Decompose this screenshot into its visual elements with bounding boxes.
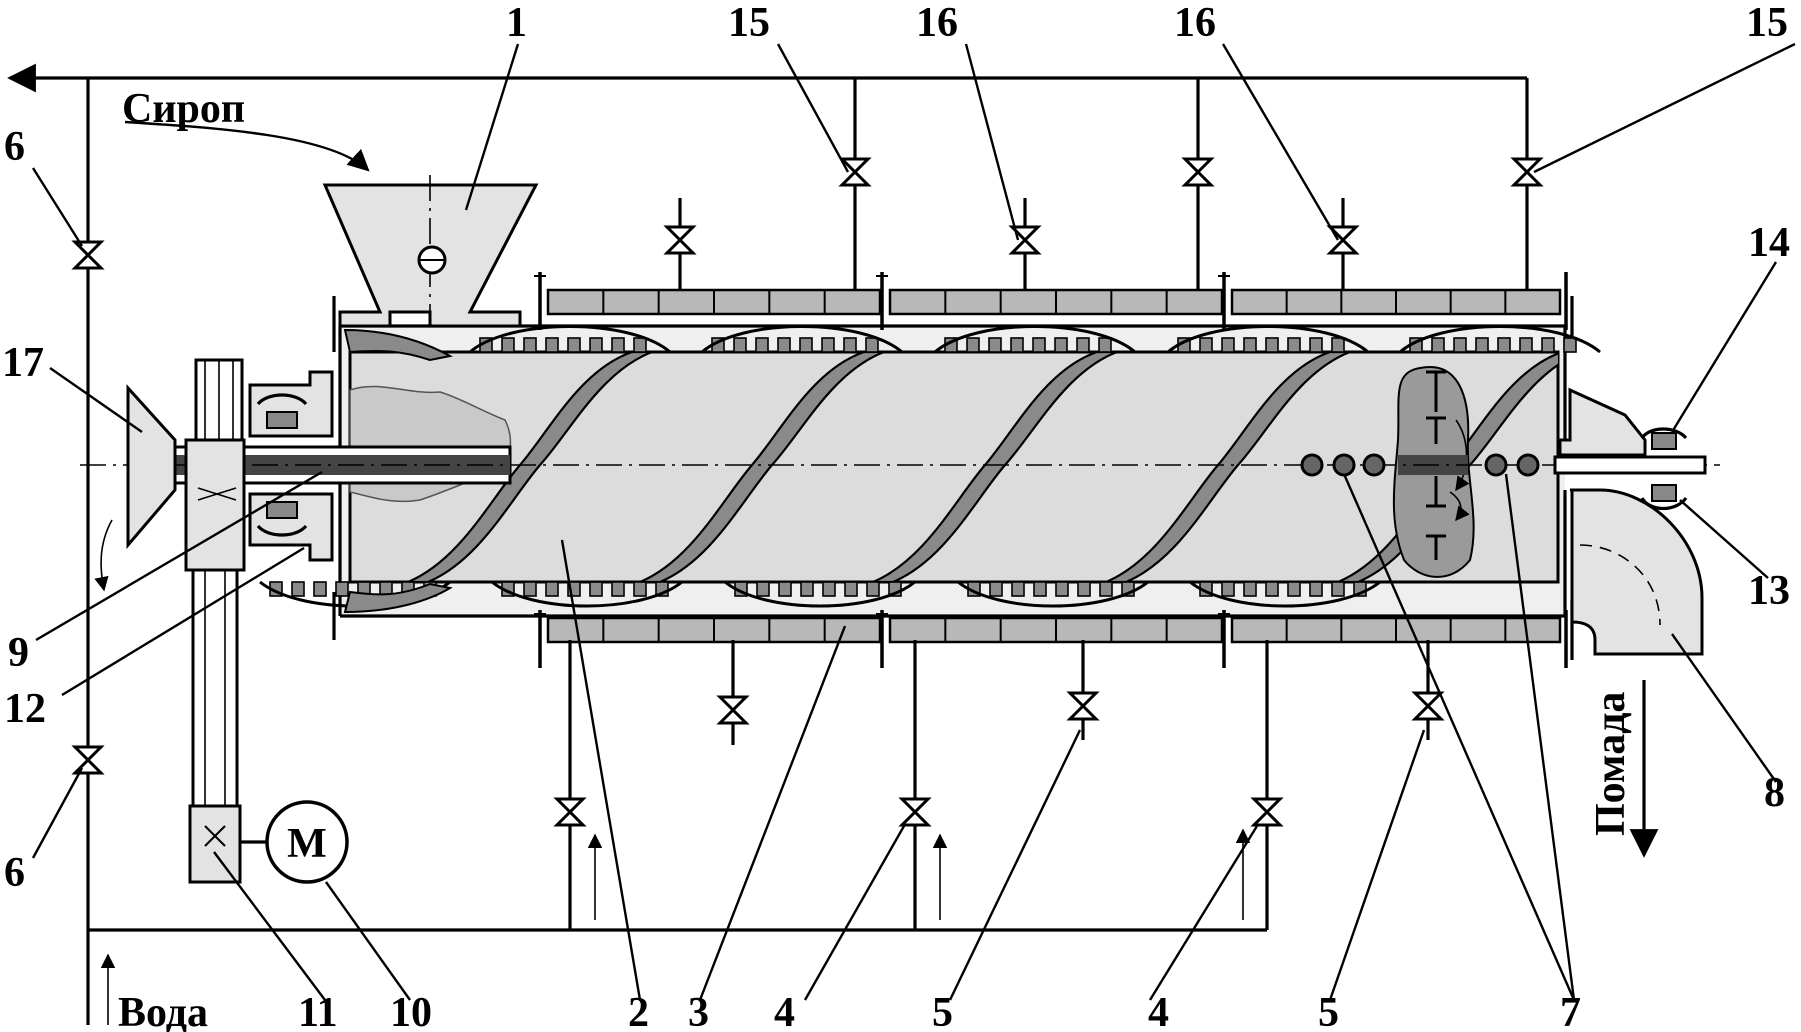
valve-icon [716,695,750,725]
callout-14: 14 [1748,220,1790,266]
callout-3: 3 [688,990,709,1032]
electric-motor: M [240,800,349,884]
diagram-labels: Сироп Вода Помада [118,86,1634,1032]
discharge-elbow [1570,488,1704,858]
callout-6b: 6 [4,850,25,896]
valve-icon [1411,691,1445,721]
valve-icon [898,797,932,827]
callout-5b: 5 [1318,990,1339,1032]
water-supply-line [86,78,1269,1025]
cooling-jacket [534,272,1568,668]
water-label: Вода [118,990,208,1032]
screw-flight [1105,352,1351,582]
callout-6a: 6 [4,124,25,170]
screw-flight [407,352,653,582]
callout-4a: 4 [774,990,795,1032]
callout-15b: 15 [1746,0,1788,46]
callout-2: 2 [628,990,649,1032]
callout-12: 12 [4,686,46,732]
left-bearing-housing [248,370,334,562]
valve-icon [71,745,105,775]
callout-11: 11 [298,990,338,1032]
callout-16b: 16 [1174,0,1216,46]
inner-drum [348,350,1560,584]
callout-1: 1 [506,0,527,46]
callout-16a: 16 [916,0,958,46]
callout-17: 17 [2,340,44,386]
motor-symbol: M [287,821,327,867]
fondant-label: Помада [1588,692,1634,836]
valve-icon [1510,157,1544,187]
valve-icon [663,225,697,255]
callout-5a: 5 [932,990,953,1032]
callout-4b: 4 [1148,990,1169,1032]
leader-lines [31,42,1796,1001]
valve-icon [838,157,872,187]
right-bearing-housing [1553,387,1707,511]
valve-icon [71,240,105,270]
callout-7: 7 [1560,990,1581,1032]
callout-15a: 15 [728,0,770,46]
syrup-label: Сироп [122,86,245,132]
callout-8: 8 [1764,770,1785,816]
valves [71,157,1544,827]
drive-pulley-belt [184,358,246,884]
valve-icon [1066,691,1100,721]
valve-icon [1181,157,1215,187]
valve-icon [1008,225,1042,255]
valve-icon [1326,225,1360,255]
screw-flight [639,352,885,582]
screw-flight [872,352,1118,582]
water-outlet-cone [94,384,177,592]
mixing-discs [1300,453,1540,477]
valve-icon [1250,797,1284,827]
valve-icon [553,797,587,827]
syrup-hopper [322,175,539,328]
callout-9: 9 [8,630,29,676]
callout-13: 13 [1748,568,1790,614]
callout-10: 10 [390,990,432,1032]
